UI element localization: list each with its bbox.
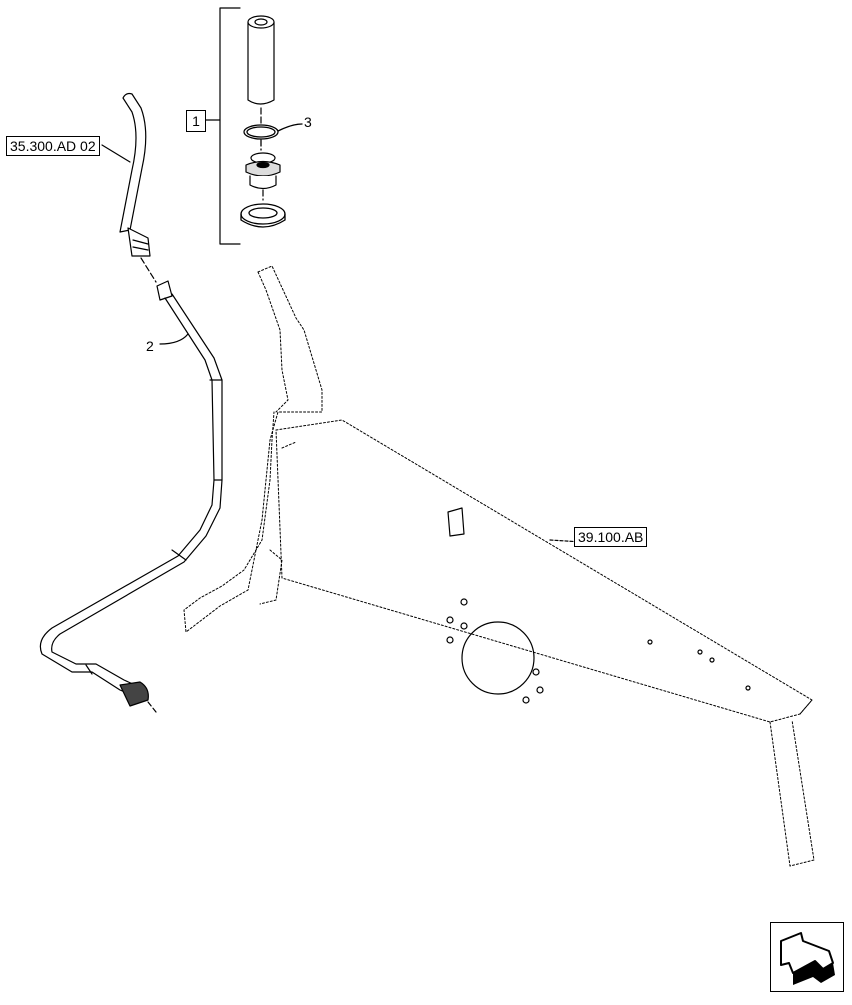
sleeve-tube <box>247 15 275 126</box>
o-ring <box>243 123 303 151</box>
frame-panel <box>183 265 815 867</box>
ref-link-hose[interactable]: 35.300.AD 02 <box>6 136 100 156</box>
tube-assembly <box>39 280 223 713</box>
adapter-fitting <box>245 152 281 201</box>
upper-hose <box>101 92 157 283</box>
arrow-glyph <box>780 932 835 985</box>
callout-kit: 1 <box>186 110 206 132</box>
ref-link-frame[interactable]: 39.100.AB <box>574 527 648 547</box>
kit-bracket <box>204 7 241 245</box>
callout-tube: 2 <box>146 338 154 354</box>
next-page-arrow-icon[interactable] <box>770 922 844 992</box>
grommet <box>240 203 286 228</box>
callout-oring: 3 <box>304 114 312 130</box>
